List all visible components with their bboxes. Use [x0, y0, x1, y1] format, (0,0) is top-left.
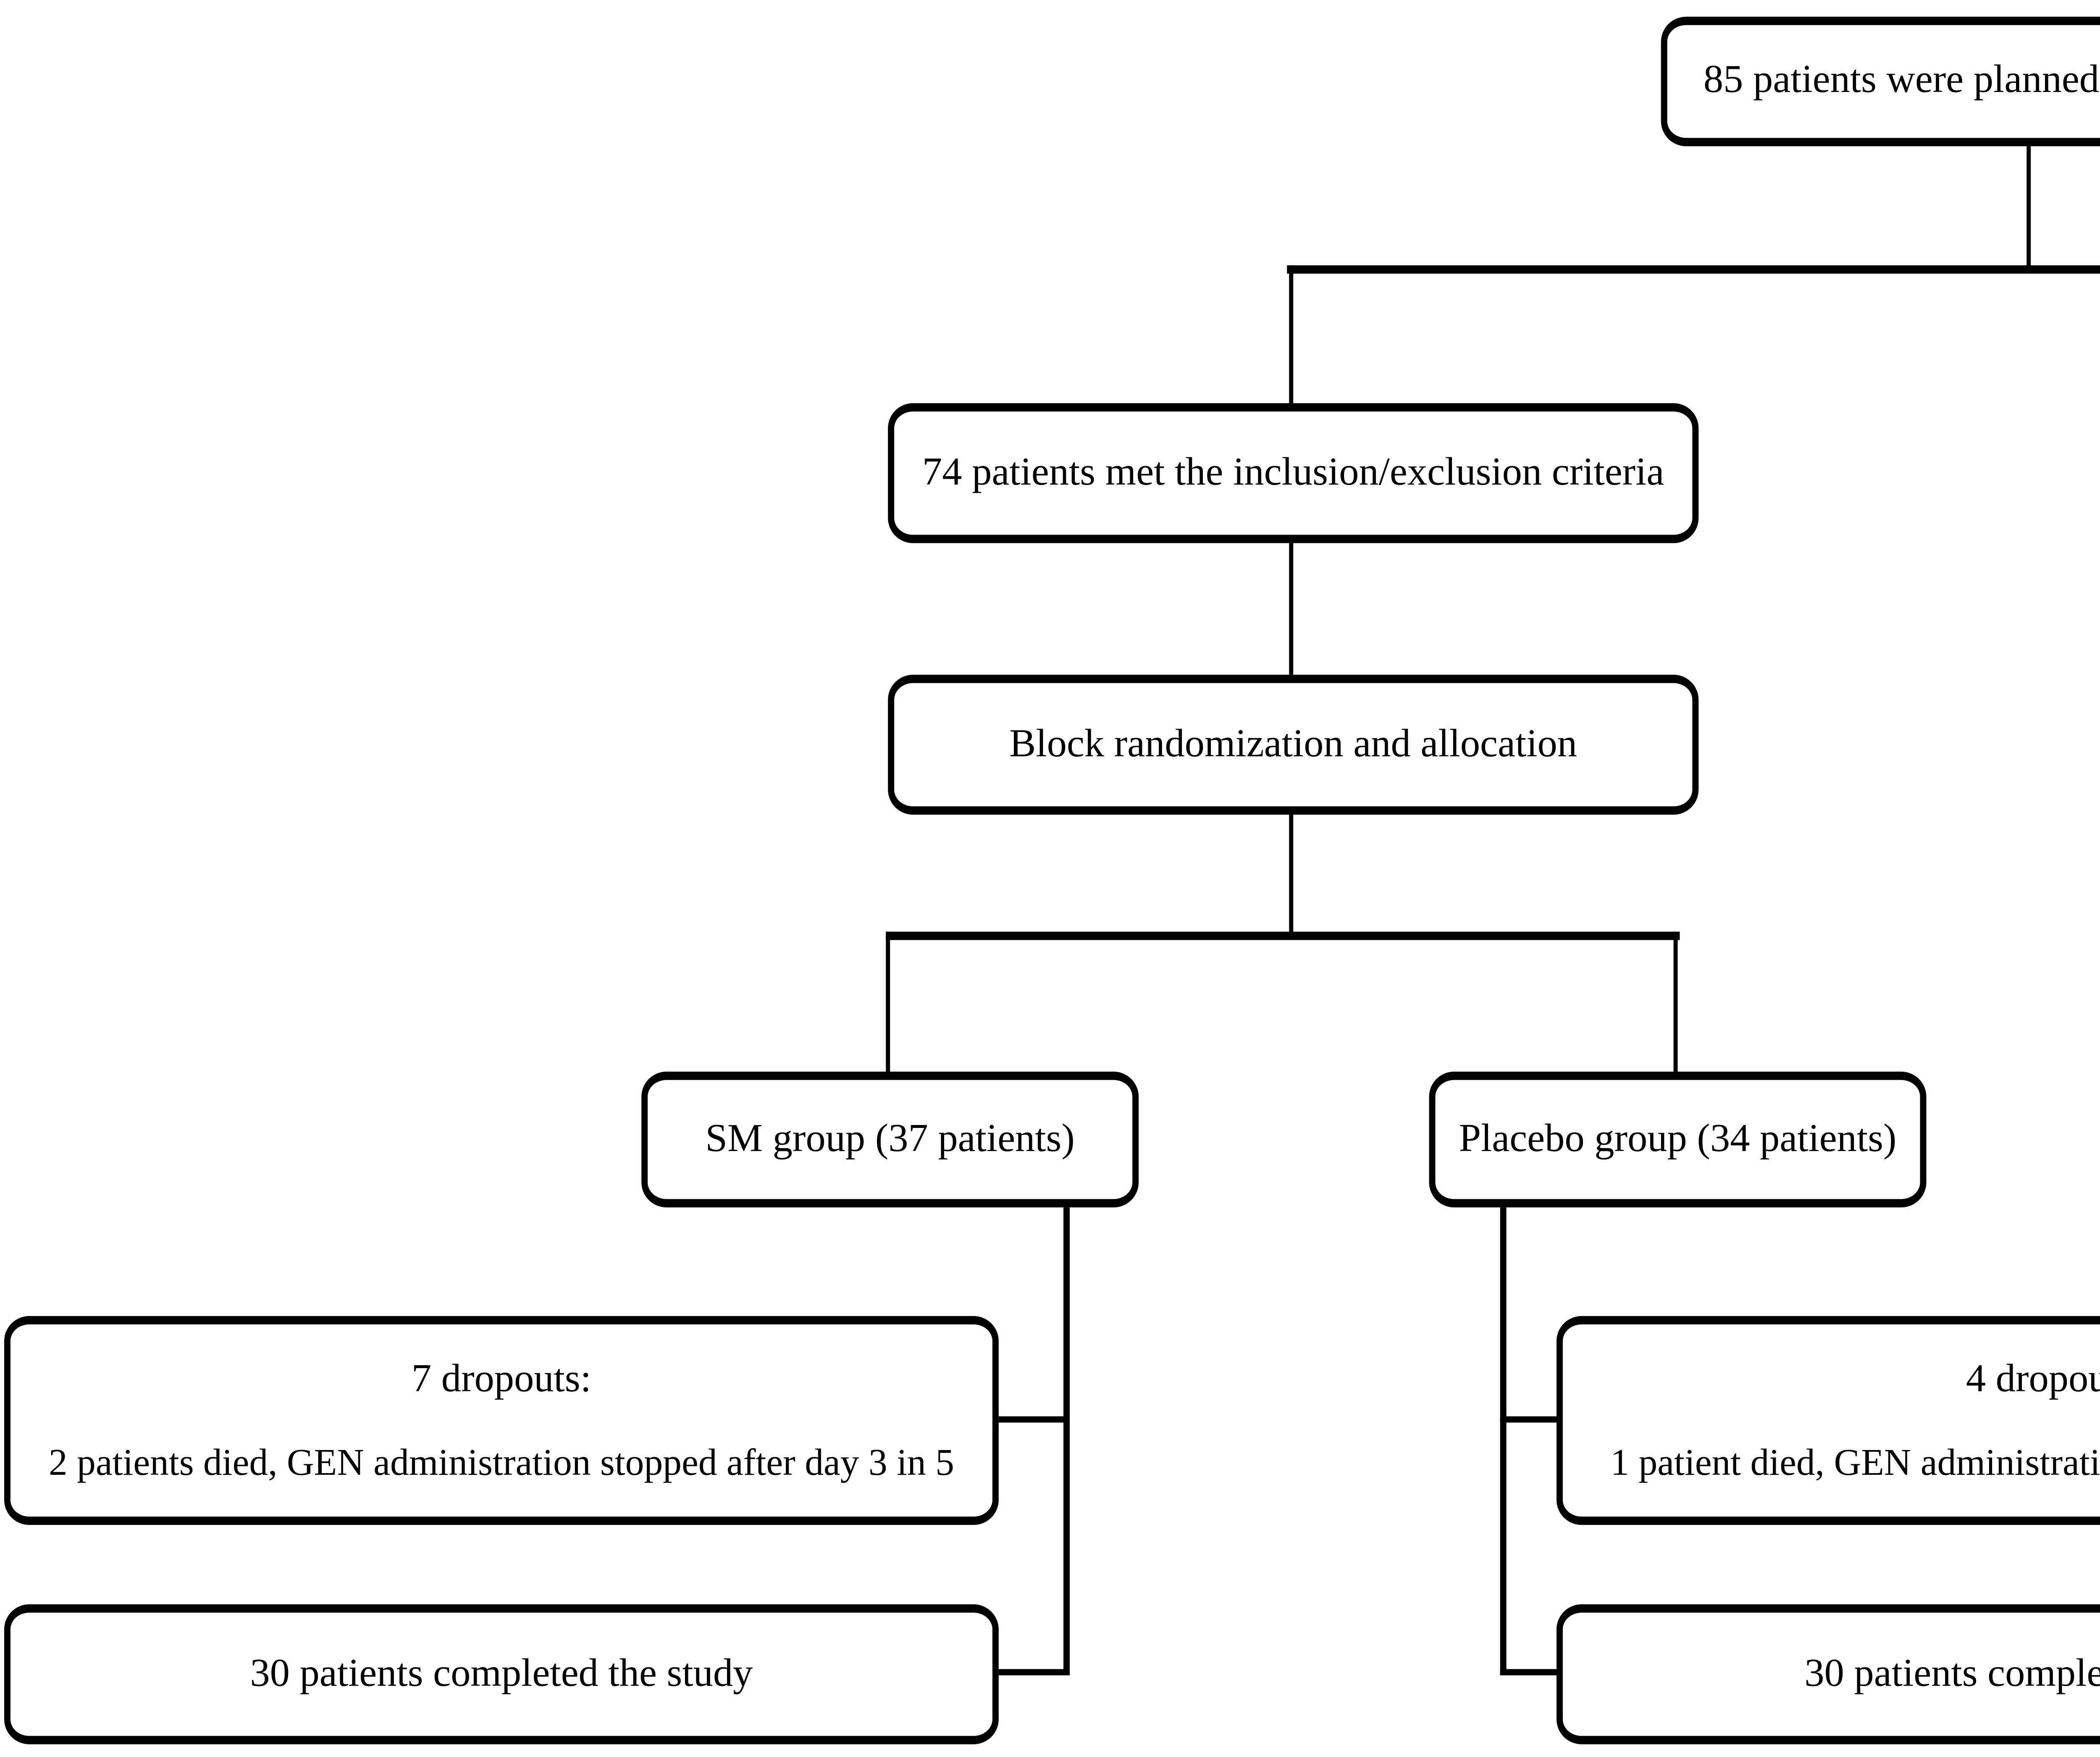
node-patients-planned-label: 85 patients were planned to receive GEN — [1703, 58, 2100, 102]
node-sm-group: SM group (37 patients) — [641, 1071, 1139, 1208]
connector-stub-sm-completed — [998, 1669, 1070, 1676]
connector-rail-level2 — [1287, 265, 2100, 274]
connector-randomization-to-rail — [1289, 815, 1294, 936]
node-sm-dropouts-line2: 2 patients died, GEN administration stop… — [48, 1440, 954, 1482]
node-patients-planned: 85 patients were planned to receive GEN — [1661, 16, 2100, 147]
node-sm-dropouts: 7 dropouts: 2 patients died, GEN adminis… — [4, 1316, 999, 1525]
node-block-randomization: Block randomization and allocation — [888, 674, 1699, 815]
connector-stub-placebo-dropouts — [1500, 1416, 1563, 1423]
node-met-criteria-label: 74 patients met the inclusion/exclusion … — [922, 450, 1664, 494]
connector-stub-sm-dropouts — [998, 1416, 1070, 1423]
connector-planned-to-rail — [2026, 146, 2031, 272]
node-placebo-dropouts-line2: 1 patient died, GEN administration stopp… — [1610, 1440, 2100, 1482]
connector-rail-to-met — [1289, 265, 1294, 404]
node-placebo-dropouts: 4 dropouts: 1 patient died, GEN administ… — [1556, 1316, 2100, 1525]
connector-rail-to-sm-group — [886, 931, 890, 1072]
node-placebo-group-label: Placebo group (34 patients) — [1459, 1116, 1897, 1161]
connector-met-to-randomization — [1289, 543, 1294, 675]
node-met-criteria: 74 patients met the inclusion/exclusion … — [888, 403, 1699, 543]
node-placebo-completed: 30 patients completed the study — [1556, 1604, 2100, 1744]
node-sm-completed: 30 patients completed the study — [4, 1604, 999, 1744]
connector-rail-groups — [886, 931, 1680, 940]
node-placebo-completed-label: 30 patients completed the study — [1804, 1651, 2100, 1695]
connector-stub-placebo-completed — [1500, 1669, 1563, 1676]
node-sm-completed-label: 30 patients completed the study — [250, 1651, 753, 1695]
node-placebo-dropouts-line1: 4 dropouts: — [1966, 1356, 2100, 1401]
node-sm-dropouts-line1: 7 dropouts: — [411, 1356, 591, 1401]
connector-sm-group-descender — [1063, 1207, 1070, 1676]
node-placebo-group: Placebo group (34 patients) — [1429, 1071, 1927, 1208]
connector-placebo-descender — [1500, 1207, 1507, 1676]
node-sm-group-label: SM group (37 patients) — [705, 1116, 1075, 1161]
connector-rail-to-placebo-group — [1673, 931, 1678, 1072]
node-block-randomization-label: Block randomization and allocation — [1009, 721, 1578, 766]
